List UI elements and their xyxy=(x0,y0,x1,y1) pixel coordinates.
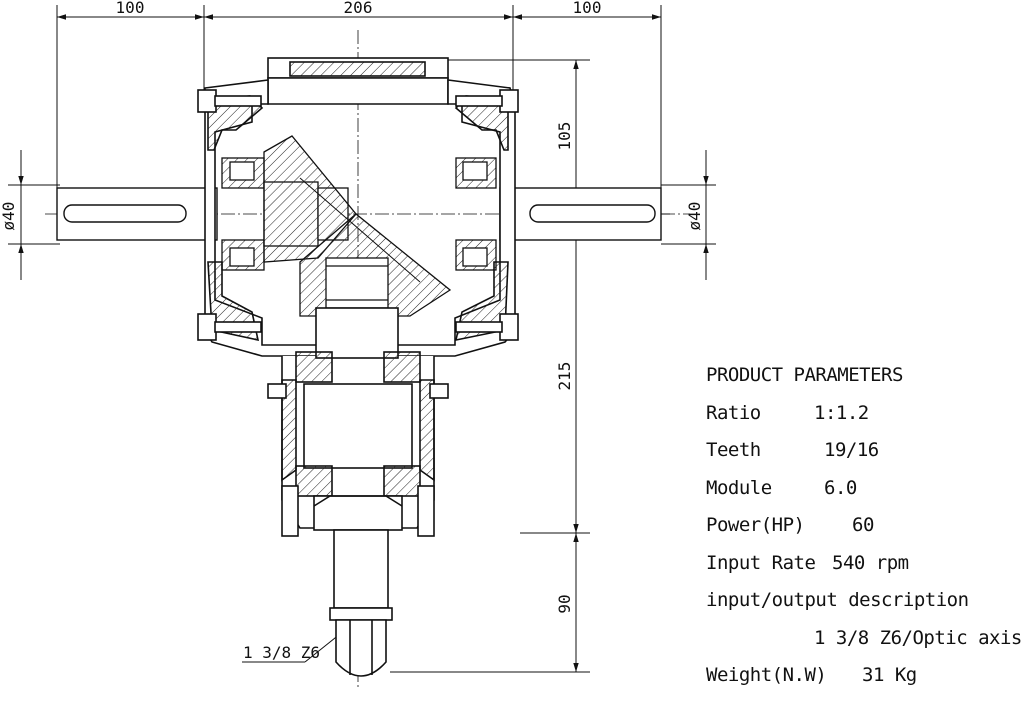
parameters-title: PRODUCT PARAMETERS xyxy=(706,364,903,386)
dim-left-diameter: ø40 xyxy=(0,202,18,231)
module-row: Module 6.0 xyxy=(706,473,1000,511)
bevel-gears xyxy=(263,135,452,317)
io-description-value: 1 3/8 Z6/Optic axis xyxy=(814,626,1022,649)
io-description-row: input/output description xyxy=(706,585,1000,623)
ratio-value: 1:1.2 xyxy=(814,401,869,424)
io-description-value-row: 1 3/8 Z6/Optic axis xyxy=(706,623,1022,661)
product-parameters-panel: PRODUCT PARAMETERS Ratio 1:1.2 Teeth 19/… xyxy=(706,360,1022,698)
output-housing xyxy=(267,307,449,677)
power-label: Power(HP) xyxy=(706,514,805,536)
input-rate-label: Input Rate xyxy=(706,551,816,574)
power-value: 60 xyxy=(852,514,874,536)
left-keyway xyxy=(63,204,187,223)
weight-value: 31 Kg xyxy=(862,664,917,686)
parameters-title-row: PRODUCT PARAMETERS xyxy=(706,360,1000,398)
power-row: Power(HP) 60 xyxy=(706,510,1000,548)
dim-right-diameter: ø40 xyxy=(685,202,704,231)
input-rate-row: Input Rate 540 rpm xyxy=(706,548,1000,586)
right-keyway xyxy=(529,204,656,223)
teeth-row: Teeth 19/16 xyxy=(706,435,1000,473)
input-rate-value: 540 rpm xyxy=(832,551,909,574)
ratio-label: Ratio xyxy=(706,401,761,424)
dim-lower-height: 90 xyxy=(555,594,574,613)
weight-label: Weight(N.W) xyxy=(706,664,827,686)
left-shaft xyxy=(56,187,218,241)
right-shaft xyxy=(499,187,662,241)
dim-upper-height: 105 xyxy=(555,122,574,151)
weight-row: Weight(N.W) 31 Kg xyxy=(706,660,1000,698)
dimension-lines xyxy=(8,5,716,673)
dim-right-length: 100 xyxy=(573,0,602,17)
dim-output-spline: 1 3/8 Z6 xyxy=(243,643,320,662)
module-label: Module xyxy=(706,476,772,499)
gearbox-technical-drawing: 100 206 100 105 215 90 ø40 ø40 1 3/8 Z6 xyxy=(0,0,716,690)
module-value: 6.0 xyxy=(824,476,857,499)
ratio-row: Ratio 1:1.2 xyxy=(706,398,1000,436)
teeth-value: 19/16 xyxy=(824,439,879,461)
io-description-label: input/output description xyxy=(706,589,969,611)
gearbox-housing xyxy=(197,57,519,357)
dim-left-length: 100 xyxy=(116,0,145,17)
dim-middle-height: 215 xyxy=(555,362,574,391)
dim-center-length: 206 xyxy=(344,0,373,17)
teeth-label: Teeth xyxy=(706,439,761,461)
horizontal-shafts xyxy=(56,187,662,241)
